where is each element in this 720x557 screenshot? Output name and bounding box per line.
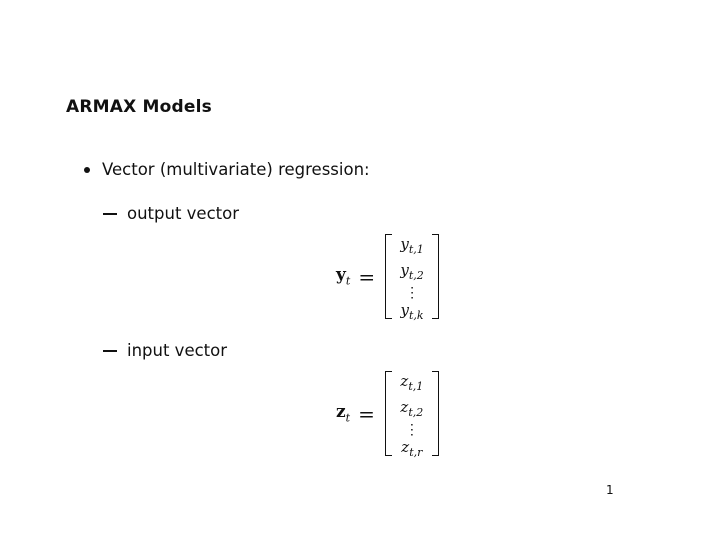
equation-input-vector: zt = zt,1 zt,2 ⋮ zt,r: [336, 371, 439, 459]
vector-entry: yt,2: [400, 261, 424, 282]
bullet-dot-icon: [84, 166, 90, 173]
vector-entry: zt,r: [401, 438, 423, 459]
dash-icon: [103, 349, 117, 352]
right-bracket: [432, 234, 440, 319]
sub-item-label: output vector: [127, 204, 240, 223]
sub-item-input-vector: input vector: [103, 341, 227, 360]
column-vector: zt,1 zt,2 ⋮ zt,r: [384, 371, 439, 459]
left-bracket: [385, 234, 393, 319]
vector-entry: zt,1: [400, 372, 424, 393]
equation-lhs: zt: [336, 402, 351, 425]
equals-sign: =: [358, 264, 376, 289]
sub-item-label: input vector: [127, 341, 228, 360]
bullet-text: Vector (multivariate) regression:: [102, 160, 370, 179]
left-bracket: [384, 371, 392, 456]
vector-entry: yt,k: [400, 301, 424, 322]
right-bracket: [431, 371, 439, 456]
equation-output-vector: yt = yt,1 yt,2 ⋮ yt,k: [336, 234, 440, 322]
page-number: 1: [606, 483, 614, 497]
slide-title: ARMAX Models: [66, 97, 212, 117]
dash-icon: [103, 212, 117, 215]
vdots: ⋮: [404, 422, 419, 438]
column-vector: yt,1 yt,2 ⋮ yt,k: [385, 234, 440, 322]
bullet-item: Vector (multivariate) regression:: [84, 160, 370, 179]
vector-entry: zt,2: [400, 398, 424, 419]
equation-lhs: yt: [336, 265, 351, 288]
equals-sign: =: [358, 401, 375, 426]
vdots: ⋮: [405, 285, 420, 301]
sub-item-output-vector: output vector: [103, 204, 239, 223]
vector-entry: yt,1: [400, 235, 424, 256]
